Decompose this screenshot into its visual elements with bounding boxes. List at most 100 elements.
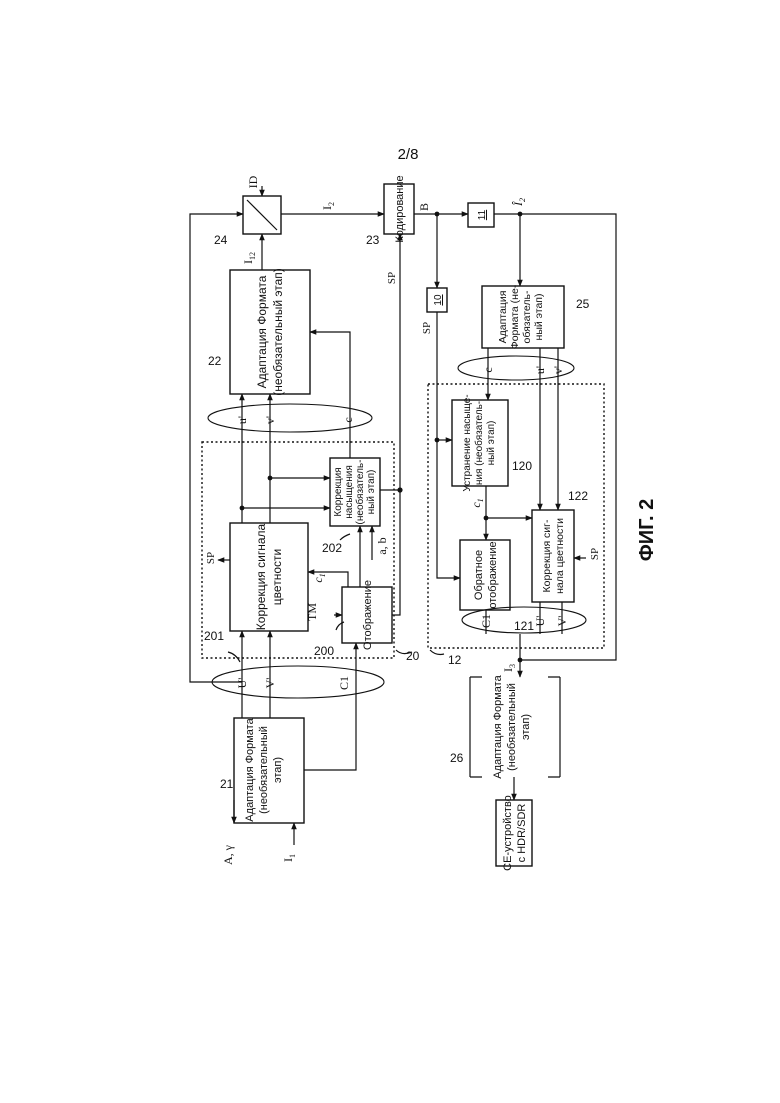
svg-text:c1: c1 [469, 498, 485, 507]
block-121-line2: отображение [487, 541, 499, 608]
ref-122: 122 [568, 489, 588, 503]
svg-text:TM: TM [305, 603, 319, 621]
svg-text:U': U' [235, 678, 249, 689]
signal-v-prime: V' [263, 678, 277, 689]
svg-text:a, b: a, b [375, 537, 389, 554]
signal-i2: I2 [320, 202, 336, 210]
block-201-line1: Коррекция сигнала [254, 523, 268, 630]
svg-text:SP: SP [386, 272, 398, 284]
block-23-line1: Кодирование [394, 175, 406, 242]
block-21-line1: Адаптация Формата [244, 717, 256, 821]
block-ce-line1: CE-устройство [502, 795, 514, 871]
junction-10 [435, 438, 440, 443]
signal-sp-201: SP [205, 552, 217, 564]
signal-tm: TM [305, 603, 319, 621]
signal-c1-out: C1 [479, 614, 493, 628]
signal-v-bottom: v' [551, 366, 565, 374]
svg-text:SP: SP [421, 322, 433, 334]
signal-sp-23: SP [386, 272, 398, 284]
svg-text:I2: I2 [320, 202, 336, 210]
block-22-line1: Адаптация Формата [255, 275, 269, 388]
svg-text:v': v' [551, 366, 565, 374]
signal-sp-122: SP [589, 548, 601, 560]
block-11-ref: 11 [477, 209, 488, 220]
block-25-line4: ный этап) [533, 294, 545, 341]
signal-b: B [417, 203, 431, 211]
svg-text:c: c [481, 367, 495, 372]
signal-v-out: V' [555, 616, 569, 627]
block-121-line1: Обратное [473, 550, 485, 600]
block-25-line3: обязатель- [521, 290, 533, 344]
block-25-line2: Формата (не- [509, 284, 521, 349]
signal-sp-10: SP [421, 322, 433, 334]
ref-121: 121 [514, 619, 534, 633]
svg-text:u': u' [533, 366, 547, 374]
block-122-label: Коррекция сиг- нала цветности [541, 518, 566, 594]
signal-c-lower: c [341, 417, 355, 422]
ref-22: 22 [208, 354, 222, 368]
svg-text:I3: I3 [501, 664, 517, 672]
svg-text:C1: C1 [479, 614, 493, 628]
block-121 [460, 540, 510, 610]
junction-u [240, 506, 245, 511]
signal-c-bottom: c [481, 367, 495, 372]
signal-c1-top: c1 [311, 573, 327, 582]
ref-24: 24 [214, 233, 228, 247]
ref-21: 21 [220, 777, 234, 791]
svg-text:ID: ID [246, 175, 260, 188]
block-120-line1: Устранение насыще- [462, 394, 473, 491]
block-26-line3: этап) [520, 714, 532, 740]
signal-u-lower: u' [235, 416, 249, 424]
block-202-line1: Коррекция [333, 467, 344, 516]
ref-201: 201 [204, 629, 224, 643]
ref-202: 202 [322, 541, 342, 555]
signal-c1-bottom: c1 [469, 498, 485, 507]
ref-120: 120 [512, 459, 532, 473]
block-202-line3: (необязатель- [354, 460, 366, 525]
svg-text:I1: I1 [281, 854, 297, 862]
block-122-line2: нала цветности [554, 518, 566, 594]
svg-text:B: B [417, 203, 431, 211]
block-10-ref: 10 [433, 294, 444, 306]
svg-text:V': V' [263, 678, 277, 689]
wire-21-c1-to-200 [304, 643, 356, 770]
block-22 [230, 270, 310, 394]
signal-u-prime: U' [235, 678, 249, 689]
svg-text:SP: SP [589, 548, 601, 560]
junction-v [268, 476, 273, 481]
signal-u-out: U' [533, 616, 547, 627]
signal-v-lower: v' [263, 416, 277, 424]
signal-i2-hat: Î2 [511, 198, 527, 207]
block-22-line2: (необязательный этап) [271, 268, 285, 396]
group-20-label: 20 [406, 649, 420, 663]
junction-c1 [484, 516, 489, 521]
block-23-label: Кодирование [394, 175, 406, 242]
group-12-label: 12 [448, 653, 462, 667]
block-21-line2: (необязательный [258, 726, 270, 814]
block-26-label: Адаптация Формата (необязательный этап) [492, 674, 532, 778]
block-120-line3: ный этап) [486, 421, 497, 466]
svg-text:C1: C1 [337, 676, 351, 690]
signal-ab: a, b [375, 537, 389, 554]
block-25-line1: Адаптация [497, 291, 509, 344]
block-ce-line2: с HDR/SDR [516, 804, 528, 863]
signal-u-bottom: u' [533, 366, 547, 374]
signal-id: ID [246, 175, 260, 188]
block-200-label: Отображение [362, 580, 374, 650]
svg-text:SP: SP [205, 552, 217, 564]
svg-text:A, γ: A, γ [221, 844, 235, 865]
ref-25: 25 [576, 297, 590, 311]
svg-text:v': v' [263, 416, 277, 424]
svg-text:I12: I12 [241, 252, 257, 264]
signal-i3: I3 [501, 664, 517, 672]
block-11-label: 11 [477, 209, 488, 220]
svg-text:Î2: Î2 [511, 198, 527, 207]
signal-a-gamma: A, γ [221, 844, 235, 865]
junction-i3 [518, 658, 523, 663]
ref-23: 23 [366, 233, 380, 247]
block-10-label: 10 [433, 294, 444, 306]
block-202-line2: насыщения [344, 465, 355, 518]
block-120-line2: ния (необязатель- [473, 401, 485, 485]
